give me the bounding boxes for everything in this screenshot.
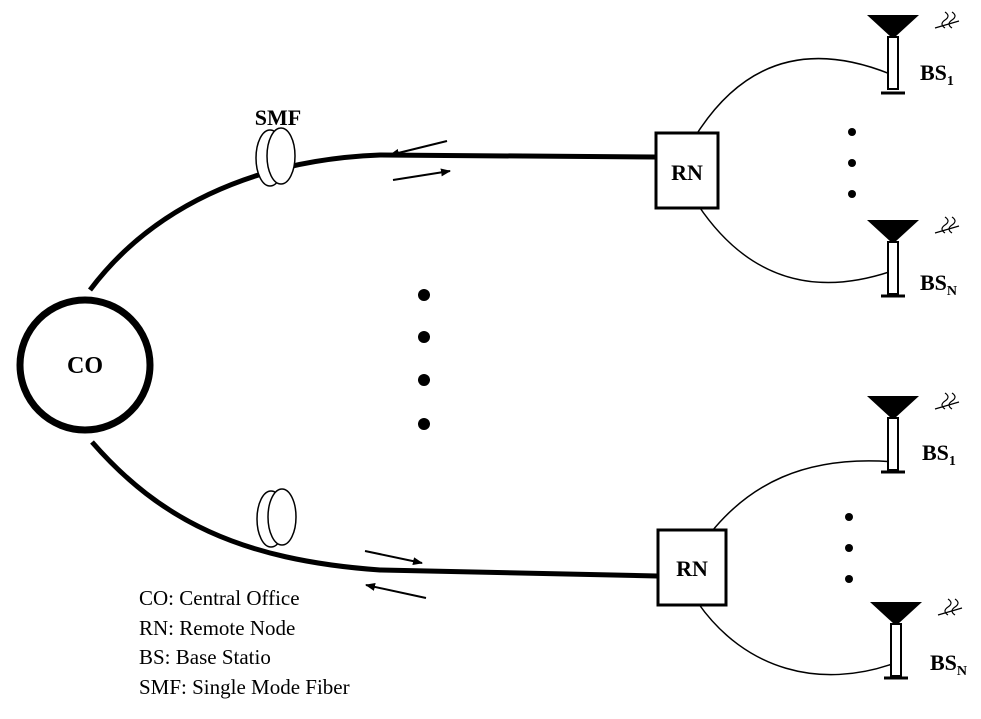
- base-station: [870, 598, 963, 680]
- fiber-coil-icon: [256, 488, 297, 548]
- legend: CO: Central Office RN: Remote Node BS: B…: [139, 584, 350, 702]
- upper-distribution-loop: [697, 57, 896, 284]
- remote-node-label: RN: [671, 160, 703, 185]
- lower-fiber-link: [90, 440, 658, 579]
- central-office-node: [16, 296, 154, 434]
- ellipsis-dots: [848, 128, 856, 198]
- remote-node-box: [654, 131, 720, 210]
- wireless-signal-icon: [934, 392, 960, 410]
- ellipsis-dots: [418, 289, 430, 430]
- base-station: [867, 392, 960, 474]
- upper-fiber-link: [88, 152, 656, 292]
- antenna-icon: [867, 220, 919, 298]
- remote-node-box: [656, 528, 728, 607]
- fiber-label: SMF: [255, 105, 301, 130]
- ellipsis-dots: [845, 513, 853, 583]
- lower-distribution-loop: [697, 460, 896, 676]
- legend-item: SMF: Single Mode Fiber: [139, 674, 350, 699]
- downstream-arrow: [364, 550, 423, 566]
- legend-item: CO: Central Office: [139, 586, 300, 610]
- legend-item: RN: Remote Node: [139, 615, 296, 640]
- base-station-label: BS1: [922, 440, 956, 469]
- downstream-arrow: [389, 140, 448, 157]
- base-station: [867, 11, 960, 95]
- antenna-icon: [867, 396, 919, 474]
- legend-item: BS: Base Statio: [139, 645, 271, 669]
- base-station-label: BS1: [920, 60, 954, 89]
- central-office-label: CO: [67, 353, 103, 379]
- base-station: [867, 216, 960, 298]
- wireless-signal-icon: [937, 598, 963, 616]
- upstream-arrow: [392, 168, 451, 181]
- base-station-label: BSN: [930, 650, 967, 679]
- wireless-signal-icon: [934, 216, 960, 234]
- base-station-label: BSN: [920, 270, 957, 299]
- antenna-icon: [870, 602, 922, 680]
- upstream-arrow: [365, 582, 427, 599]
- antenna-icon: [867, 15, 919, 95]
- wireless-signal-icon: [934, 11, 960, 29]
- fiber-coil-icon: [255, 127, 296, 187]
- remote-node-label: RN: [676, 556, 708, 581]
